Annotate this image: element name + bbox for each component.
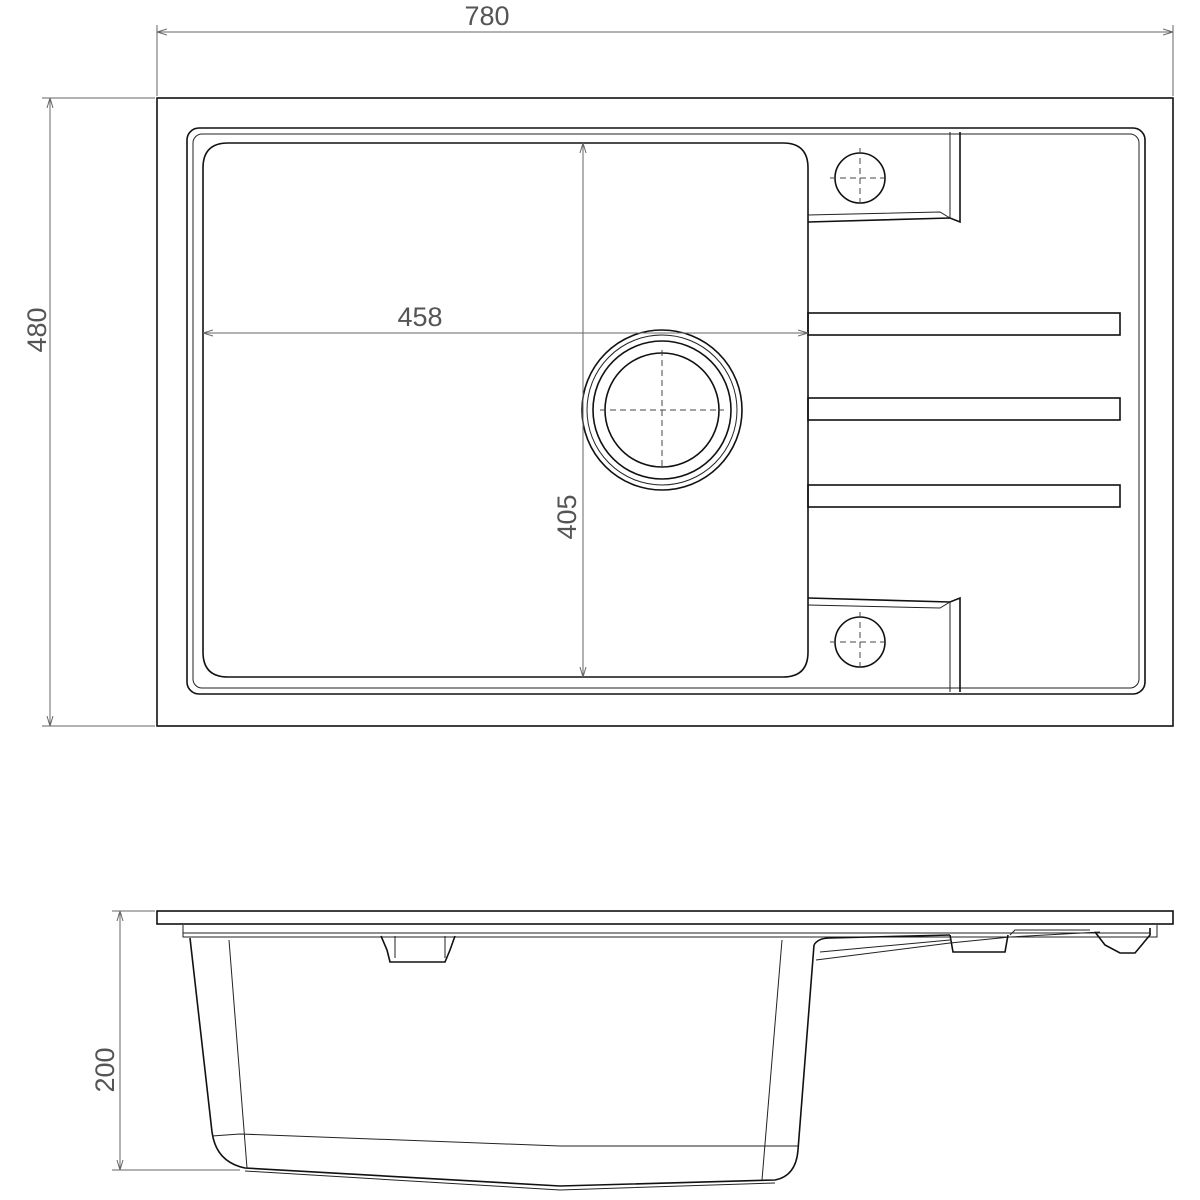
- mounting-clip: [380, 935, 456, 963]
- dimension-label-depth: 480: [22, 307, 52, 352]
- dimension-label-bowl-depth: 405: [552, 494, 582, 539]
- drain-rib: [807, 397, 1121, 421]
- drain-icon: [581, 329, 743, 491]
- mounting-clip: [949, 934, 1009, 953]
- drain-rib: [807, 484, 1121, 508]
- dimension-label-width: 780: [464, 1, 509, 31]
- dimension-bowl-depth: 405: [552, 143, 583, 677]
- drain-rib: [807, 312, 1121, 336]
- dimension-depth: 480: [22, 97, 155, 727]
- tap-hole-icon: [830, 148, 890, 208]
- dimension-width: 780: [156, 1, 1174, 96]
- dimension-bowl-width: 458: [203, 302, 808, 333]
- bowl-outline: [202, 142, 809, 678]
- dimension-height: 200: [90, 910, 240, 1171]
- side-view: 200: [90, 910, 1174, 1191]
- top-view: 458 405: [156, 97, 1174, 727]
- dimension-label-bowl-width: 458: [397, 302, 442, 332]
- bowl-side-outline: [189, 937, 815, 1187]
- end-bracket: [1094, 928, 1151, 954]
- tap-hole-icon: [830, 612, 890, 672]
- dimension-label-height: 200: [90, 1047, 120, 1092]
